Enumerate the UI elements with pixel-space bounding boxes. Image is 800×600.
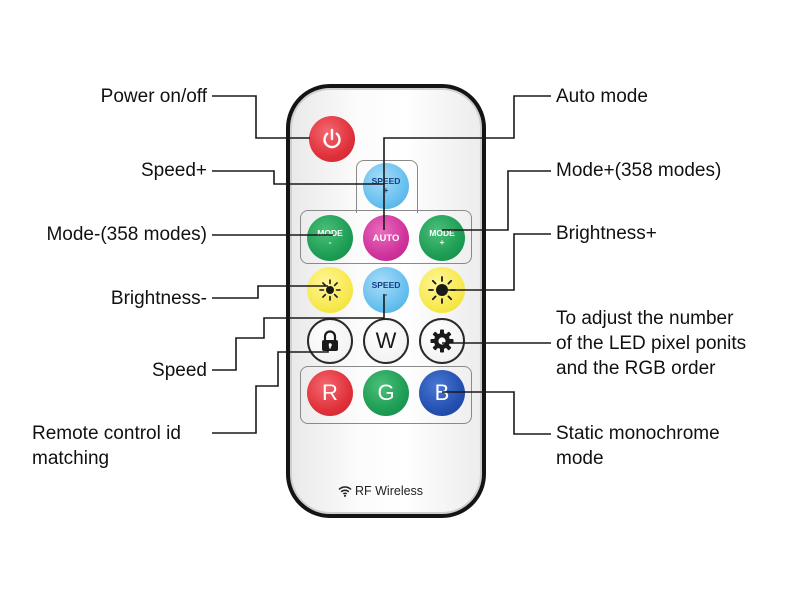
- green-button-letter: G: [377, 380, 395, 405]
- label-auto-mode: Auto mode: [556, 86, 648, 107]
- mode-plus-sign: +: [439, 237, 445, 247]
- power-icon: [323, 128, 341, 149]
- mode-plus-text: MODE: [429, 228, 455, 238]
- id-match-button[interactable]: [307, 318, 353, 364]
- speed-plus-sign: +: [383, 185, 389, 195]
- label-speed: Speed: [152, 360, 207, 381]
- blue-button[interactable]: B: [419, 370, 465, 416]
- brightness-minus-button[interactable]: [307, 267, 353, 313]
- auto-text: AUTO: [372, 232, 400, 244]
- label-mode-minus: Mode-(358 modes): [46, 224, 207, 245]
- mode-minus-button[interactable]: MODE -: [307, 215, 353, 261]
- blue-button-letter: B: [434, 380, 450, 405]
- speed-plus-button[interactable]: SPEED +: [363, 163, 409, 209]
- label-power: Power on/off: [100, 86, 207, 107]
- label-brightness-minus: Brightness-: [110, 288, 207, 309]
- label-brightness-plus: Brightness+: [556, 223, 657, 244]
- white-button[interactable]: W: [363, 318, 409, 364]
- red-button-letter: R: [322, 380, 338, 405]
- speed-minus-sign: -: [384, 289, 388, 299]
- label-remote-id: Remote control id matching: [32, 423, 181, 469]
- green-button[interactable]: G: [363, 370, 409, 416]
- label-static: Static monochrome mode: [556, 423, 720, 469]
- sun-icon: [428, 276, 456, 304]
- settings-button[interactable]: [419, 318, 465, 364]
- brand-text: RF Wireless: [355, 484, 424, 498]
- sun-icon: [319, 279, 341, 301]
- auto-button[interactable]: AUTO: [363, 215, 409, 261]
- mode-minus-sign: -: [328, 237, 332, 247]
- speed-minus-button[interactable]: SPEED -: [363, 267, 409, 313]
- lock-icon: [322, 330, 338, 351]
- white-button-letter: W: [375, 328, 397, 353]
- label-mode-plus: Mode+(358 modes): [556, 160, 722, 181]
- brand-label: RF Wireless: [338, 484, 438, 498]
- gear-icon: [430, 329, 454, 353]
- mode-minus-text: MODE: [317, 228, 343, 238]
- red-button[interactable]: R: [307, 370, 353, 416]
- label-speed-plus: Speed+: [140, 160, 207, 181]
- brightness-plus-button[interactable]: [419, 267, 465, 313]
- speed-minus-text: SPEED: [371, 280, 401, 290]
- power-button[interactable]: [309, 116, 355, 162]
- wifi-icon: [338, 486, 352, 497]
- mode-plus-button[interactable]: MODE +: [419, 215, 465, 261]
- label-adjust: To adjust the number of the LED pixel po…: [556, 308, 747, 379]
